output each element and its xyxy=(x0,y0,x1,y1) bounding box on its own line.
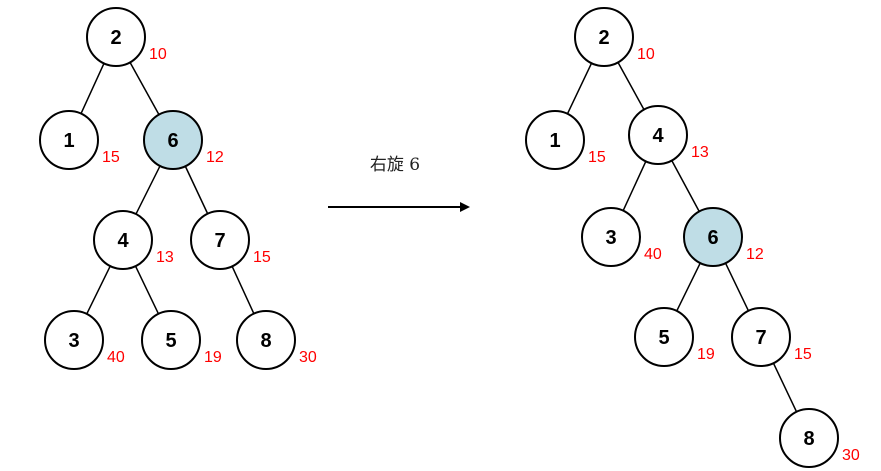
tree-edge xyxy=(622,161,647,211)
tree-node-5: 5 19 xyxy=(634,307,715,367)
node-key-label: 1 xyxy=(549,130,560,152)
tree-node-7: 7 15 xyxy=(731,307,812,367)
node-key-label: 3 xyxy=(605,227,616,249)
tree-edge xyxy=(566,62,593,115)
node-priority-label: 30 xyxy=(842,447,860,464)
node-key-label: 8 xyxy=(260,330,271,352)
tree-edge xyxy=(724,262,750,312)
node-key-label: 2 xyxy=(110,27,121,49)
before-tree: 2 10 1 15 6 12 4 13 7 15 3 40 5 19 8 30 xyxy=(39,7,317,370)
node-circle xyxy=(190,210,250,270)
node-circle xyxy=(731,307,791,367)
tree-edge xyxy=(86,265,111,315)
node-priority-label: 15 xyxy=(102,149,120,166)
node-key-label: 7 xyxy=(755,327,766,349)
tree-node-8: 8 30 xyxy=(779,408,860,468)
node-priority-label: 30 xyxy=(299,349,317,366)
rotation-arrow-group: 右旋 6 xyxy=(328,155,470,212)
node-key-label: 2 xyxy=(598,27,609,49)
node-circle xyxy=(143,110,203,170)
operation-label: 右旋 6 xyxy=(370,155,420,175)
node-key-label: 5 xyxy=(165,330,176,352)
node-priority-label: 19 xyxy=(204,349,222,366)
node-key-label: 7 xyxy=(214,230,225,252)
node-circle xyxy=(574,7,634,67)
tree-edge xyxy=(617,62,645,110)
node-priority-label: 15 xyxy=(588,149,606,166)
node-circle xyxy=(628,105,688,165)
tree-node-2: 2 10 xyxy=(574,7,655,67)
node-priority-label: 13 xyxy=(691,144,709,161)
after-tree: 2 10 1 15 4 13 3 40 6 12 5 19 7 15 8 30 xyxy=(525,7,860,468)
tree-edge xyxy=(129,62,160,115)
node-circle xyxy=(39,110,99,170)
tree-edge xyxy=(135,165,161,215)
tree-node-8: 8 30 xyxy=(236,310,317,370)
node-circle xyxy=(44,310,104,370)
tree-edge xyxy=(134,265,160,315)
node-priority-label: 15 xyxy=(794,346,812,363)
node-priority-label: 15 xyxy=(253,249,271,266)
node-circle xyxy=(683,207,743,267)
tree-edge xyxy=(671,160,700,212)
node-circle xyxy=(634,307,694,367)
node-circle xyxy=(86,7,146,67)
tree-node-5: 5 19 xyxy=(141,310,222,370)
node-priority-label: 12 xyxy=(206,149,224,166)
node-priority-label: 10 xyxy=(149,46,167,63)
tree-node-3: 3 40 xyxy=(581,207,662,267)
node-priority-label: 10 xyxy=(637,46,655,63)
node-key-label: 5 xyxy=(658,327,669,349)
node-key-label: 1 xyxy=(63,130,74,152)
tree-edge xyxy=(231,266,255,314)
tree-node-1: 1 15 xyxy=(525,110,606,170)
node-priority-label: 40 xyxy=(107,349,125,366)
node-priority-label: 19 xyxy=(697,346,715,363)
tree-edge xyxy=(772,362,798,413)
node-priority-label: 13 xyxy=(156,249,174,266)
tree-edge xyxy=(184,165,209,215)
node-key-label: 8 xyxy=(803,428,814,450)
tree-edge xyxy=(676,262,701,312)
tree-node-2: 2 10 xyxy=(86,7,167,67)
node-key-label: 3 xyxy=(68,330,79,352)
tree-node-3: 3 40 xyxy=(44,310,125,370)
tree-node-4: 4 13 xyxy=(628,105,709,165)
tree-node-7: 7 15 xyxy=(190,210,271,270)
node-priority-label: 12 xyxy=(746,246,764,263)
node-circle xyxy=(779,408,839,468)
node-circle xyxy=(581,207,641,267)
tree-edge xyxy=(80,63,105,114)
node-key-label: 4 xyxy=(117,230,129,252)
tree-node-6: 6 12 xyxy=(143,110,224,170)
node-circle xyxy=(93,210,153,270)
node-circle xyxy=(141,310,201,370)
tree-node-1: 1 15 xyxy=(39,110,120,170)
node-key-label: 6 xyxy=(167,130,178,152)
node-circle xyxy=(236,310,296,370)
node-circle xyxy=(525,110,585,170)
node-key-label: 4 xyxy=(652,125,664,147)
tree-node-4: 4 13 xyxy=(93,210,174,270)
node-key-label: 6 xyxy=(707,227,718,249)
node-priority-label: 40 xyxy=(644,246,662,263)
tree-node-6: 6 12 xyxy=(683,207,764,267)
